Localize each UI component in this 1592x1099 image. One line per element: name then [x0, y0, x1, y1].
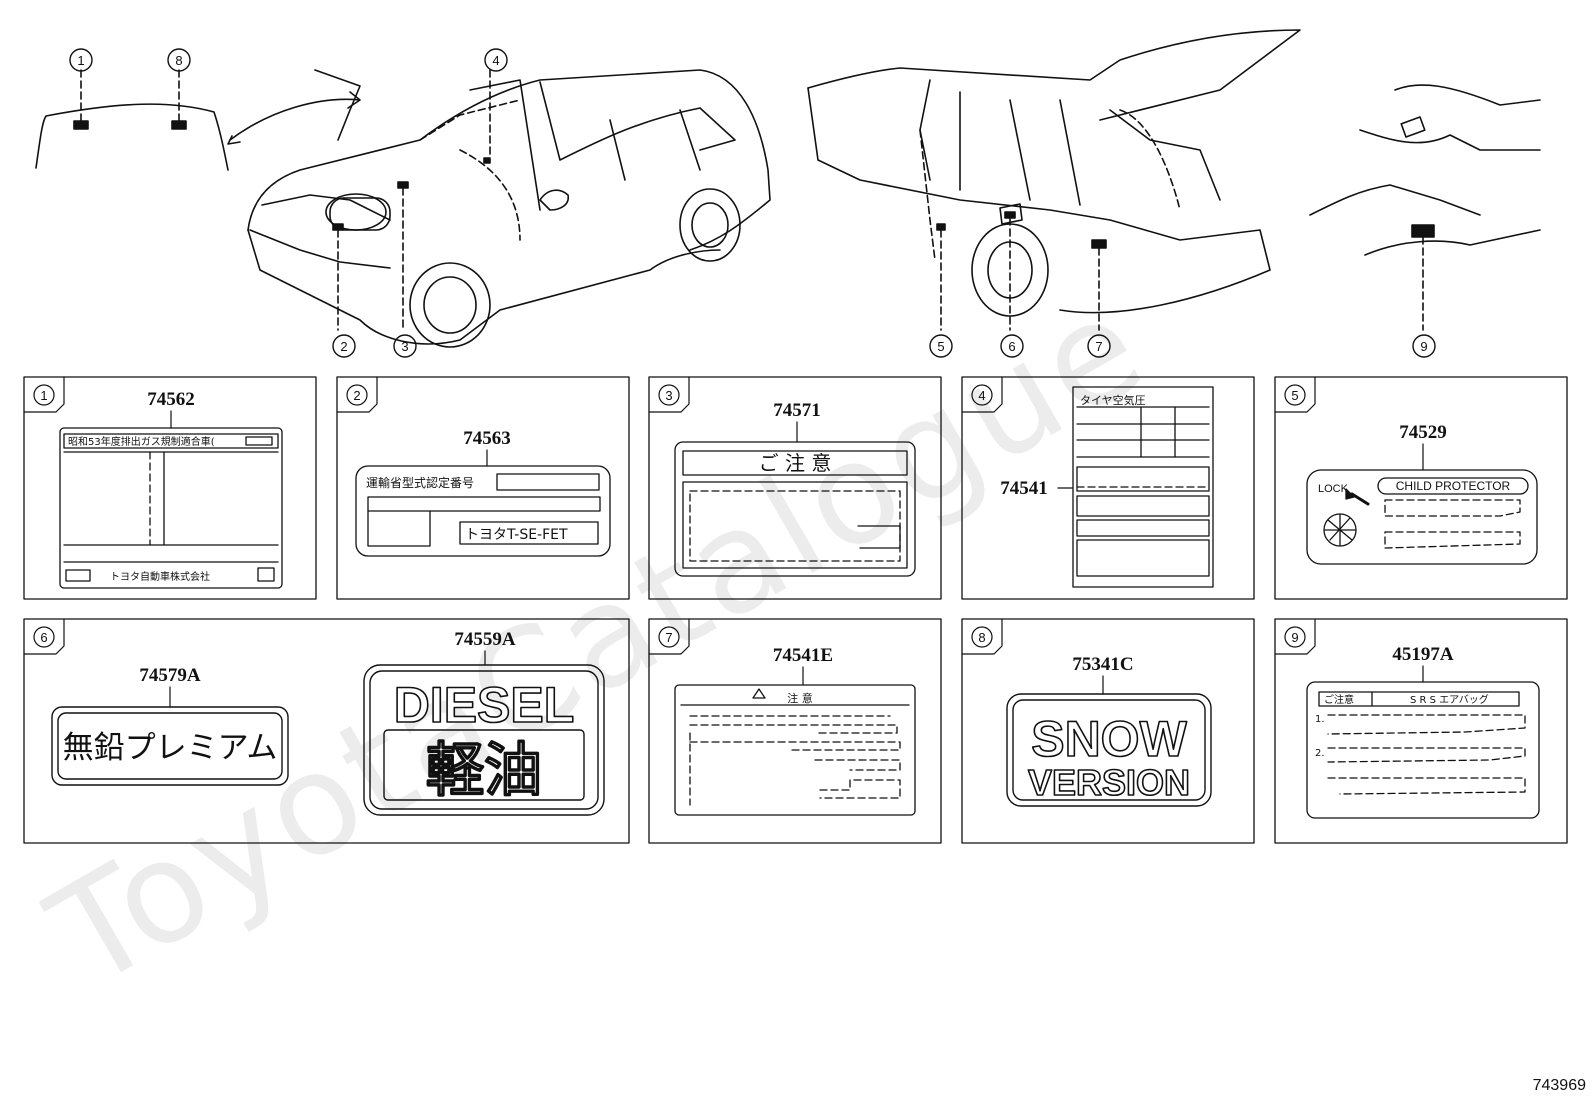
part-number-74541: 74541	[1000, 478, 1048, 499]
label-74563-title: 運輸省型式認定番号	[366, 475, 474, 490]
label-74559A-keiyu: 軽油	[426, 736, 542, 804]
panel-1-number: 1	[40, 388, 47, 403]
label-74563	[355, 465, 611, 557]
callout-7-top: 7	[1095, 339, 1102, 354]
part-number-74541E: 74541E	[773, 645, 833, 666]
top-callouts	[69, 48, 1436, 358]
diagram-id: 743969	[1533, 1077, 1586, 1094]
label-74571	[674, 441, 916, 577]
label-74562-footer: トヨタ自動車株式会社	[110, 570, 210, 583]
label-74541-header: タイヤ空気圧	[1080, 393, 1146, 407]
label-74579A	[51, 706, 289, 786]
rear-car-illustration	[807, 29, 1301, 331]
label-45197A	[1306, 681, 1540, 819]
label-45197A-item2: 2.	[1315, 748, 1325, 759]
label-74529-lock: LOCK	[1318, 483, 1349, 495]
part-number-74559A: 74559A	[454, 629, 516, 650]
part-number-74529: 74529	[1399, 422, 1447, 443]
panel-tabs	[23, 376, 1316, 655]
label-75341C	[1006, 693, 1212, 807]
panel-3-number: 3	[665, 388, 672, 403]
interior-illustration	[1309, 84, 1541, 331]
callout-6-top: 6	[1008, 339, 1015, 354]
panel-6-number: 6	[40, 630, 47, 645]
part-number-74571: 74571	[773, 400, 821, 421]
panel-2-number: 2	[353, 388, 360, 403]
label-74563-engine: トヨタT-SE-FET	[465, 527, 568, 543]
label-74529	[1306, 469, 1538, 565]
panel-9-number: 9	[1291, 630, 1298, 645]
callout-2-top: 2	[340, 339, 347, 354]
windshield-illustration	[35, 69, 361, 171]
part-number-74562: 74562	[147, 389, 195, 410]
panel-4-number: 4	[978, 388, 985, 403]
callout-1-top: 1	[77, 53, 84, 68]
callout-4-top: 4	[492, 53, 499, 68]
panel-7-number: 7	[665, 630, 672, 645]
callout-8-top: 8	[175, 53, 182, 68]
label-74562	[59, 427, 283, 589]
label-74579A-text: 無鉛プレミアム	[63, 730, 278, 766]
label-74529-child: CHILD PROTECTOR	[1396, 479, 1511, 493]
part-number-45197A: 45197A	[1392, 644, 1454, 665]
part-number-74563: 74563	[463, 428, 511, 449]
label-74541E	[674, 684, 916, 816]
label-75341C-version: VERSION	[1028, 762, 1190, 803]
label-74559A-diesel: DIESEL	[394, 677, 575, 733]
label-45197A-notice: ご注意	[1324, 693, 1354, 706]
label-45197A-airbag: S R S エアバッグ	[1410, 693, 1489, 706]
callout-9-top: 9	[1420, 339, 1427, 354]
panel-frames	[23, 376, 1568, 844]
label-75341C-snow: SNOW	[1031, 711, 1187, 767]
callout-5-top: 5	[937, 339, 944, 354]
label-74562-header: 昭和53年度排出ガス規制適合車(	[68, 435, 215, 448]
panel-5-number: 5	[1291, 388, 1298, 403]
label-45197A-item1: 1.	[1315, 714, 1325, 725]
front-car-illustration	[247, 69, 771, 348]
panel-8-number: 8	[978, 630, 985, 645]
label-74541E-header: 注 意	[787, 691, 813, 705]
callout-3-top: 3	[401, 339, 408, 354]
label-74559A	[363, 664, 605, 816]
label-74541	[1072, 386, 1214, 588]
label-74571-title: ご 注 意	[759, 451, 832, 475]
part-number-74579A: 74579A	[139, 665, 201, 686]
part-number-75341C: 75341C	[1072, 654, 1133, 675]
